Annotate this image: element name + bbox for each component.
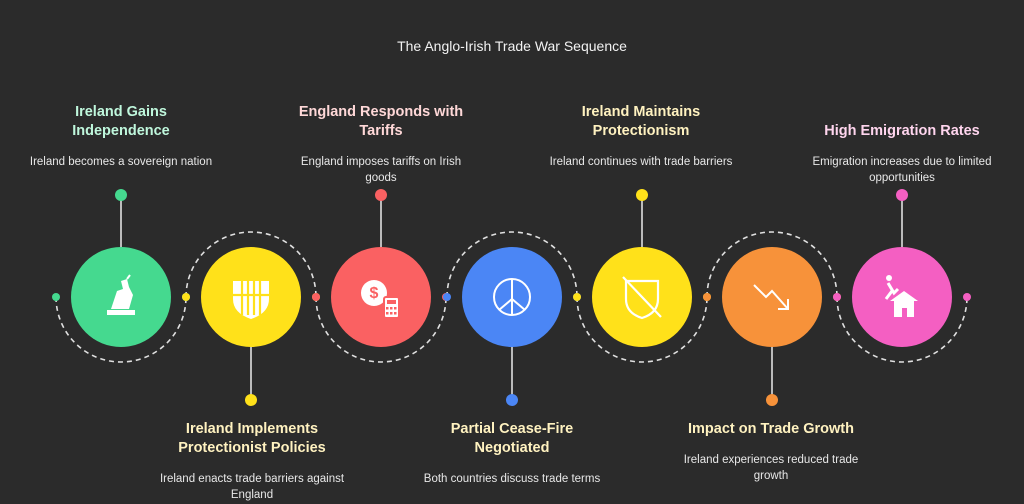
stem-end-dot — [636, 189, 648, 201]
junction-dot — [443, 293, 451, 301]
junction-dot — [573, 293, 581, 301]
step-circle-6 — [722, 247, 822, 347]
step-label-4: Partial Cease-Fire Negotiated Both count… — [417, 420, 607, 487]
stem-end-dot — [766, 394, 778, 406]
step-description: Both countries discuss trade terms — [423, 473, 601, 485]
step-heading: England Responds with Tariffs — [298, 104, 464, 139]
junction-dot — [833, 293, 841, 301]
step-label-3: England Responds with Tariffs England im… — [286, 103, 476, 186]
step-heading: High Emigration Rates — [824, 123, 980, 139]
step-description: England imposes tariffs on Irish goods — [300, 156, 462, 184]
step-label-1: Ireland Gains Independence Ireland becom… — [26, 103, 216, 170]
dashed-connector-arc — [446, 231, 578, 298]
dashed-connector-arc — [576, 296, 708, 363]
step-label-5: Ireland Maintains Protectionism Ireland … — [546, 103, 736, 170]
step-description: Emigration increases due to limited oppo… — [812, 156, 992, 184]
peace-icon — [493, 278, 531, 316]
step-heading: Ireland Maintains Protectionism — [581, 104, 701, 139]
junction-dot — [312, 293, 320, 301]
stem-end-dot — [115, 189, 127, 201]
step-heading: Partial Cease-Fire Negotiated — [450, 421, 574, 456]
stem-end-dot — [506, 394, 518, 406]
svg-text:$: $ — [370, 285, 379, 302]
stem-end-dot — [245, 394, 257, 406]
shield-off-icon — [622, 276, 662, 320]
junction-dot — [963, 293, 971, 301]
step-heading: Ireland Implements Protectionist Policie… — [178, 421, 326, 456]
leaving-home-icon — [884, 275, 918, 317]
junction-dot — [52, 293, 60, 301]
junction-dot — [703, 293, 711, 301]
trend-down-icon — [753, 284, 789, 310]
dollar-calculator-icon: $ — [361, 280, 400, 319]
step-label-7: High Emigration Rates Emigration increas… — [807, 122, 997, 186]
step-label-6: Impact on Trade Growth Ireland experienc… — [676, 420, 866, 484]
step-description: Ireland continues with trade barriers — [549, 156, 733, 168]
dashed-connector-arc — [706, 231, 838, 298]
step-heading: Impact on Trade Growth — [688, 421, 854, 437]
shield-grid-icon — [233, 281, 269, 319]
step-description: Ireland experiences reduced trade growth — [683, 454, 859, 482]
step-description: Ireland becomes a sovereign nation — [29, 156, 213, 168]
hand-raise-icon — [107, 274, 135, 315]
step-description: Ireland enacts trade barriers against En… — [159, 473, 345, 501]
dashed-connector-arc — [315, 296, 447, 363]
step-label-2: Ireland Implements Protectionist Policie… — [157, 420, 347, 503]
stem-end-dot — [375, 189, 387, 201]
dashed-connector-arc — [836, 296, 968, 363]
stem-end-dot — [896, 189, 908, 201]
dashed-connector-arc — [185, 231, 317, 298]
junction-dot — [182, 293, 190, 301]
diagram-title: The Anglo-Irish Trade War Sequence — [397, 38, 627, 54]
dashed-connector-arc — [55, 296, 187, 363]
step-heading: Ireland Gains Independence — [72, 104, 170, 139]
